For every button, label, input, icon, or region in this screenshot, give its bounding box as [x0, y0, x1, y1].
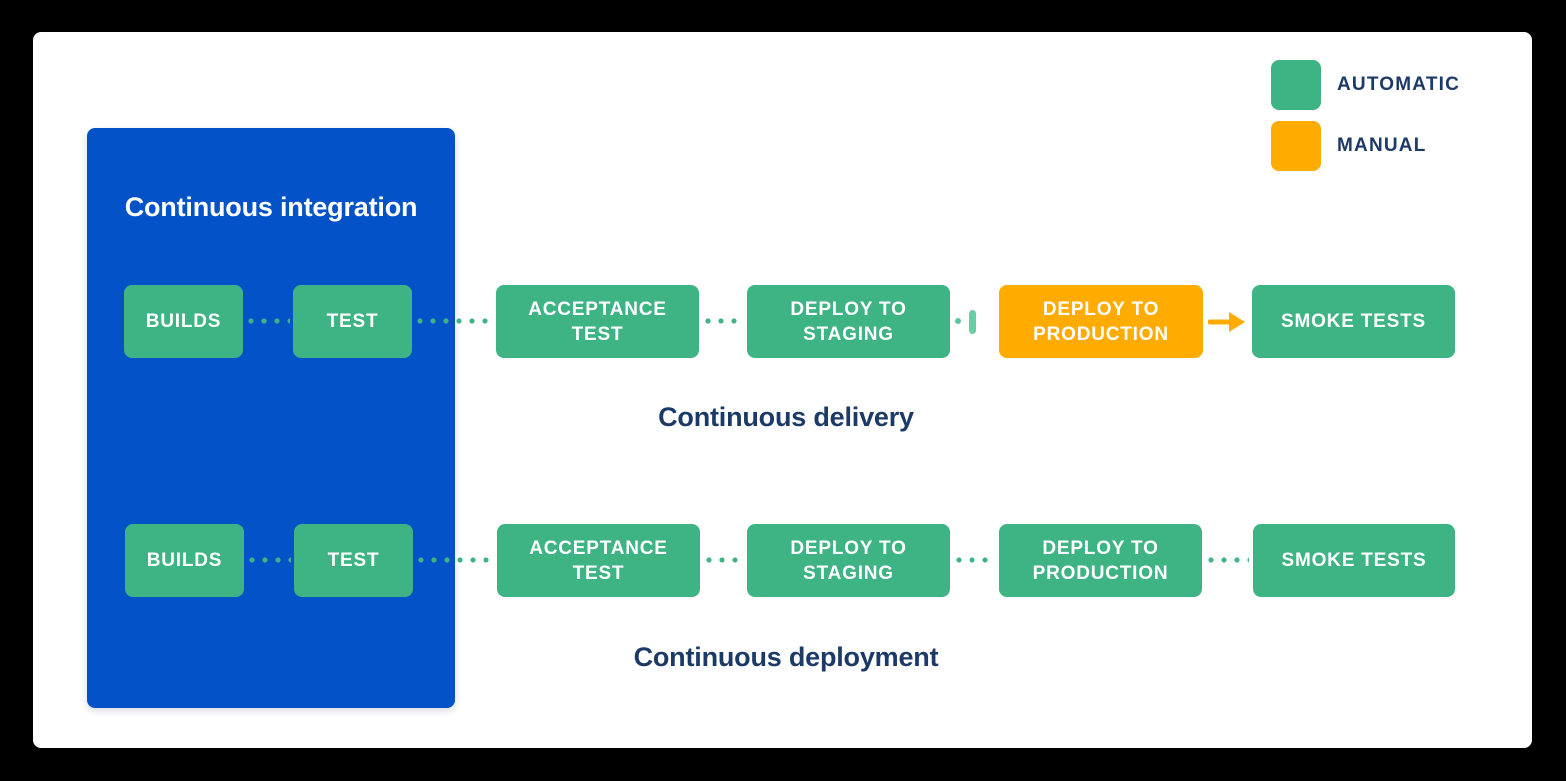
legend-item-automatic: AUTOMATIC: [1271, 60, 1460, 110]
legend-label-manual: MANUAL: [1337, 135, 1427, 156]
connector-dots: [705, 318, 742, 324]
step-deploy-staging-delivery: DEPLOY TO STAGING: [747, 285, 950, 358]
manual-swatch-icon: [1271, 121, 1321, 171]
step-builds-deployment: BUILDS: [125, 524, 244, 597]
connector-dots: [956, 557, 995, 563]
manual-gate-dot-icon: [955, 318, 961, 324]
connector-dots: [417, 318, 493, 324]
step-smoke-tests-delivery: SMOKE TESTS: [1252, 285, 1455, 358]
legend-label-automatic: AUTOMATIC: [1337, 74, 1461, 95]
step-test-delivery: TEST: [293, 285, 412, 358]
step-deploy-production-deployment: DEPLOY TO PRODUCTION: [999, 524, 1202, 597]
legend: AUTOMATIC MANUAL: [1271, 60, 1460, 171]
automatic-swatch-icon: [1271, 60, 1321, 110]
continuous-deployment-label: Continuous deployment: [633, 642, 939, 672]
step-builds-delivery: BUILDS: [124, 285, 243, 358]
continuous-integration-title: Continuous integration: [124, 192, 418, 222]
step-smoke-tests-deployment: SMOKE TESTS: [1253, 524, 1455, 597]
legend-item-manual: MANUAL: [1271, 121, 1460, 171]
manual-arrow-right-icon: [1208, 312, 1245, 332]
diagram-panel: AUTOMATIC MANUAL Continuous integration …: [33, 32, 1532, 748]
continuous-delivery-label: Continuous delivery: [658, 402, 914, 432]
connector-dots: [1208, 557, 1249, 563]
step-deploy-production-delivery: DEPLOY TO PRODUCTION: [999, 285, 1203, 358]
step-acceptance-test-delivery: ACCEPTANCE TEST: [496, 285, 699, 358]
manual-gate-bar-icon: [969, 310, 976, 334]
connector-dots: [418, 557, 494, 563]
step-acceptance-test-deployment: ACCEPTANCE TEST: [497, 524, 700, 597]
connector-dots: [249, 557, 291, 563]
connector-dots: [706, 557, 743, 563]
connector-dots: [248, 318, 290, 324]
step-deploy-staging-deployment: DEPLOY TO STAGING: [747, 524, 950, 597]
continuous-integration-box: [87, 128, 455, 708]
step-test-deployment: TEST: [294, 524, 413, 597]
